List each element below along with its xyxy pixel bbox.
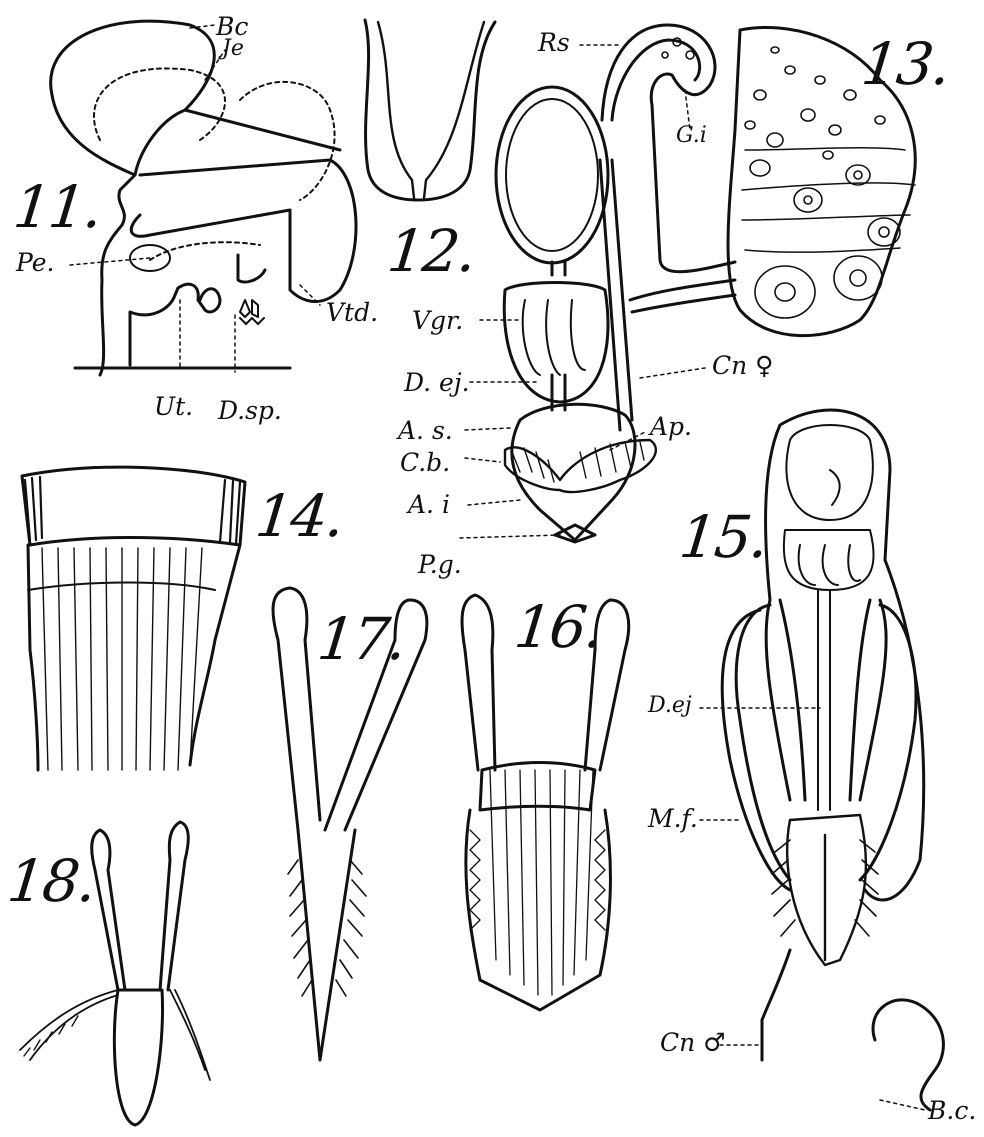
figure-number-12: 12. [385, 222, 477, 280]
fig13-receptaculum [602, 25, 735, 272]
fig15-copulatory-organ [787, 815, 866, 965]
fig18-stylet [114, 990, 162, 1125]
fig11-atrium [130, 284, 205, 365]
figure-number-13: 13. [859, 35, 951, 93]
figure-number-18: 18. [5, 852, 97, 910]
figure-13-drawing [460, 25, 915, 542]
label-pg: P.g. [418, 552, 462, 577]
fig15-ductus [818, 590, 830, 810]
fig11-vas-deferens [238, 255, 265, 282]
label-dsp: D.sp. [218, 398, 282, 423]
label-dej-15: D.ej [648, 695, 692, 717]
label-vtd: Vtd. [326, 300, 378, 325]
fig11-upper-band [185, 110, 340, 150]
label-as: A. s. [398, 418, 453, 443]
label-dej-13: D. ej. [404, 370, 470, 395]
fig17-teeth [288, 860, 366, 996]
fig13-vesicula-inner [506, 99, 598, 251]
fig16-ribs [490, 770, 593, 995]
fig16-collar [480, 763, 595, 811]
fig13-vesicula [496, 87, 608, 263]
fig14-ribs [42, 548, 202, 770]
label-ut: Ut. [154, 394, 193, 419]
fig15-bursa [873, 1000, 943, 1110]
figure-number-14: 14. [253, 487, 345, 545]
label-rs: Rs [538, 30, 570, 55]
fig15-male-canal [762, 950, 790, 1060]
fig15-leader-lines [700, 708, 925, 1110]
label-cn-female: Cn ♀ [712, 353, 773, 378]
fig15-vgr [784, 530, 874, 590]
fig11-penis-sheath [131, 160, 356, 302]
fig17-stylet [298, 830, 355, 1060]
label-cb: C.b. [400, 450, 450, 475]
fig13-vgr-lobes [523, 300, 585, 375]
label-pe: Pe. [16, 250, 54, 275]
fig13-ductus-ejaculatorius [552, 262, 565, 410]
fig15-vesicle [786, 425, 872, 520]
fig14-cap [22, 467, 245, 545]
label-cn-male: Cn ♂ [660, 1030, 726, 1055]
fig17-left-arm [273, 588, 320, 830]
fig16-left-arm [462, 595, 495, 770]
figure-14-drawing [22, 467, 245, 770]
label-ap: Ap. [650, 414, 692, 439]
fig14-cap-shading [25, 477, 240, 544]
figure-12-drawing [365, 20, 495, 200]
fig15-stylets [766, 600, 886, 800]
figure-number-15: 15. [677, 508, 769, 566]
fig18-right-arm [160, 822, 188, 990]
figure-number-11: 11. [11, 178, 103, 236]
label-gi: G.i [676, 125, 707, 147]
label-vgr: Vgr. [412, 308, 463, 333]
label-ai: A. i [408, 492, 450, 517]
label-bc-bottom: B.c. [928, 1098, 976, 1123]
fig11-leader-lines [70, 25, 320, 372]
fig13-common-duct [630, 280, 735, 312]
fig13-vgr [504, 283, 608, 403]
fig11-spermatheca-gland [240, 300, 264, 324]
fig11-bursa-copulatrix [51, 21, 215, 175]
label-mf: M.f. [648, 806, 698, 831]
label-je: Je [222, 38, 244, 60]
figure-number-16: 16. [512, 598, 604, 656]
figure-number-17: 17. [315, 610, 407, 668]
